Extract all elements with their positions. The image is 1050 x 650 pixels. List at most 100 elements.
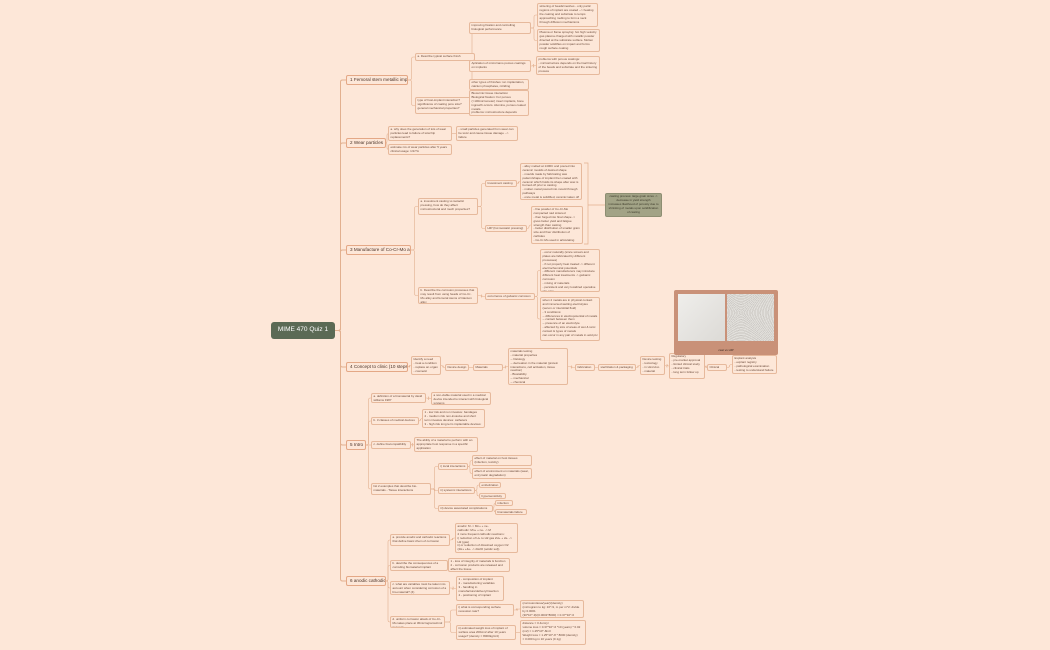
topic-node[interactable]: occurrence of galvanic corrosion	[485, 293, 535, 300]
topic-node[interactable]: Device design	[445, 364, 469, 371]
topic-node[interactable]: a non-viable material used in a medical …	[431, 392, 491, 405]
topic-node[interactable]: Plasma or flame spraying: hot high veloc…	[537, 29, 600, 52]
topic-node[interactable]: - occur naturally (since screws and plat…	[540, 249, 600, 292]
topic-node[interactable]: c. what are variables must be taken into…	[390, 581, 450, 595]
topic-node[interactable]: Clinical use	[707, 364, 727, 371]
topic-node[interactable]: other types of finishes: ion implantatio…	[469, 79, 529, 90]
micrograph-image[interactable]: cast vs HIP	[674, 290, 778, 355]
topic-node[interactable]: a. definition of a biomaterial by david …	[371, 393, 426, 403]
connector	[450, 537, 455, 541]
connector	[526, 224, 532, 229]
connector	[385, 580, 391, 623]
topic-node[interactable]: hypersensitivity	[479, 493, 506, 499]
topic-node[interactable]: b. describe the consequences of a corrod…	[390, 560, 448, 571]
topic-node[interactable]: Identify a need - treat a condition - re…	[411, 356, 441, 375]
topic-node[interactable]: fabrication	[575, 364, 595, 371]
topic-node[interactable]: embolization	[479, 482, 501, 488]
connector	[411, 249, 418, 296]
topic-node[interactable]: a. provide anodic and cathodic reactions…	[390, 534, 450, 546]
topic-node[interactable]: when 2 metals are in physical contact an…	[540, 297, 600, 341]
topic-node[interactable]: effect of material on host tissues (infe…	[472, 455, 532, 466]
connector	[445, 621, 456, 633]
image-caption: cast vs HIP	[718, 348, 734, 352]
connector	[335, 249, 346, 331]
connector	[514, 607, 520, 612]
topic-node[interactable]: Materials synthesis	[473, 364, 503, 371]
connector	[407, 364, 412, 368]
topic-node[interactable]: i) what is corresponding surface recessi…	[456, 604, 514, 616]
topic-node[interactable]: ii) systemic interactions	[438, 487, 475, 494]
topic-node[interactable]: b. Describe the corrosion processes that…	[418, 287, 478, 304]
topic-node[interactable]: 1 - loss of integrity of materials & fun…	[448, 558, 510, 572]
connector	[727, 364, 732, 368]
topic-node[interactable]: HIP (hot isostatic pressing)	[485, 225, 527, 232]
topic-node[interactable]: sintering of beads/meshes - only partic …	[537, 3, 598, 27]
topic-node[interactable]: 1 - low risk and non invasive: bandages …	[422, 409, 485, 428]
topic-node[interactable]: Device testing - toxicology - in vitro/v…	[640, 356, 665, 375]
topic-node[interactable]: biomaterials failure	[495, 509, 527, 515]
topic-node[interactable]: improving fixation and controlling biolo…	[469, 22, 531, 34]
topic-node[interactable]: Investment casting	[485, 180, 517, 187]
connector	[516, 181, 521, 184]
topic-node[interactable]: - small particles generated from wear ca…	[456, 126, 518, 141]
topic-node[interactable]: d. uniform corrosion attack of Co-Cr-Mo …	[390, 616, 445, 628]
connector	[366, 444, 371, 490]
topic-node[interactable]: a. why does the generation of lots of we…	[388, 126, 452, 141]
topic-node[interactable]: - fine powder of Co-Cr-Mo compacted nad …	[531, 206, 583, 244]
topic-node[interactable]: list 2 examples that describe bio-materi…	[371, 483, 431, 495]
topic-node[interactable]: estimate n/o of wear particles after 5 y…	[388, 144, 452, 155]
branch-topic[interactable]: 4 Concept to clinic (10 steps)	[346, 362, 408, 372]
branch-topic[interactable]: 1 Femoral stem metallic implant	[346, 75, 408, 85]
topic-node[interactable]: 1 - composition of implant 2 - manufactu…	[456, 576, 504, 601]
topic-node[interactable]: anodic: M -> Mn+ + ne- cathodic: Mn+ + n…	[455, 523, 518, 553]
connector	[431, 466, 438, 490]
topic-node[interactable]: c. define biocompatibility	[371, 441, 411, 449]
connector	[474, 490, 480, 497]
connector	[478, 183, 485, 207]
connector	[426, 396, 431, 401]
connector	[635, 365, 641, 368]
connector	[474, 484, 480, 491]
topic-node[interactable]: casting process: large grain sizes -> de…	[605, 193, 662, 217]
topic-node[interactable]: Explant analysis - explant registry - pa…	[732, 355, 777, 374]
topic-node[interactable]: i) local interactions	[438, 463, 468, 470]
topic-node[interactable]: (corrosion/area/year)/(density) (microgr…	[520, 600, 584, 618]
topic-node[interactable]: Aplication of micro/nano porous coatings…	[469, 60, 531, 72]
branch-topic[interactable]: 6 anodic cathodic	[346, 576, 386, 586]
topic-node[interactable]: a. investment casting vs isotactic press…	[418, 198, 478, 215]
topic-node[interactable]: Biocermic tissue interaction Biological …	[469, 90, 529, 116]
connector	[431, 488, 438, 509]
branch-topic[interactable]: 2 Wear particles	[346, 138, 386, 148]
connector	[535, 296, 540, 320]
connector	[478, 206, 485, 229]
topic-node[interactable]: Regulatory - pre-market approval - limit…	[669, 353, 705, 379]
topic-node[interactable]: a. Describe typical surface finish	[415, 53, 475, 61]
connector	[440, 365, 446, 368]
connector	[418, 418, 423, 422]
topic-node[interactable]: b. 3 classes of medical devices	[371, 417, 419, 425]
topic-node[interactable]: The ability of a material to perform wit…	[414, 437, 478, 452]
connector	[531, 27, 537, 41]
topic-node[interactable]: problems with porous coatings: - microst…	[536, 56, 600, 75]
topic-node[interactable]: infection	[495, 500, 513, 506]
topic-node[interactable]: ii) estimated weight loss of implant of …	[456, 625, 516, 640]
connector	[408, 79, 415, 106]
connector	[531, 63, 536, 68]
connector	[478, 294, 485, 298]
branch-topic[interactable]: 3 Manufacture of Co-Cr-Mo alloy	[346, 245, 411, 255]
connector	[335, 330, 346, 582]
branch-topic[interactable]: 5 Intro	[346, 440, 366, 450]
connector	[568, 365, 575, 369]
topic-node[interactable]: effect of environment on materials (wear…	[472, 468, 532, 479]
topic-node[interactable]: materials testing - material properties …	[508, 348, 568, 385]
connector	[664, 363, 670, 368]
topic-node[interactable]: distance = 0.4um/yr volume loss = 0.37*1…	[520, 620, 586, 645]
topic-node[interactable]: - alloy melted at 1400C and poured into …	[520, 163, 582, 200]
root-topic[interactable]: MIME 470 Quiz 1	[271, 322, 335, 339]
connector	[503, 365, 508, 369]
topic-node[interactable]: iii) device associated complications	[438, 505, 493, 512]
topic-node[interactable]: type of host-implant interaction? signif…	[415, 97, 475, 114]
connector	[467, 466, 473, 474]
topic-node[interactable]: sterilization & packaging	[598, 364, 636, 371]
connector	[408, 56, 415, 81]
